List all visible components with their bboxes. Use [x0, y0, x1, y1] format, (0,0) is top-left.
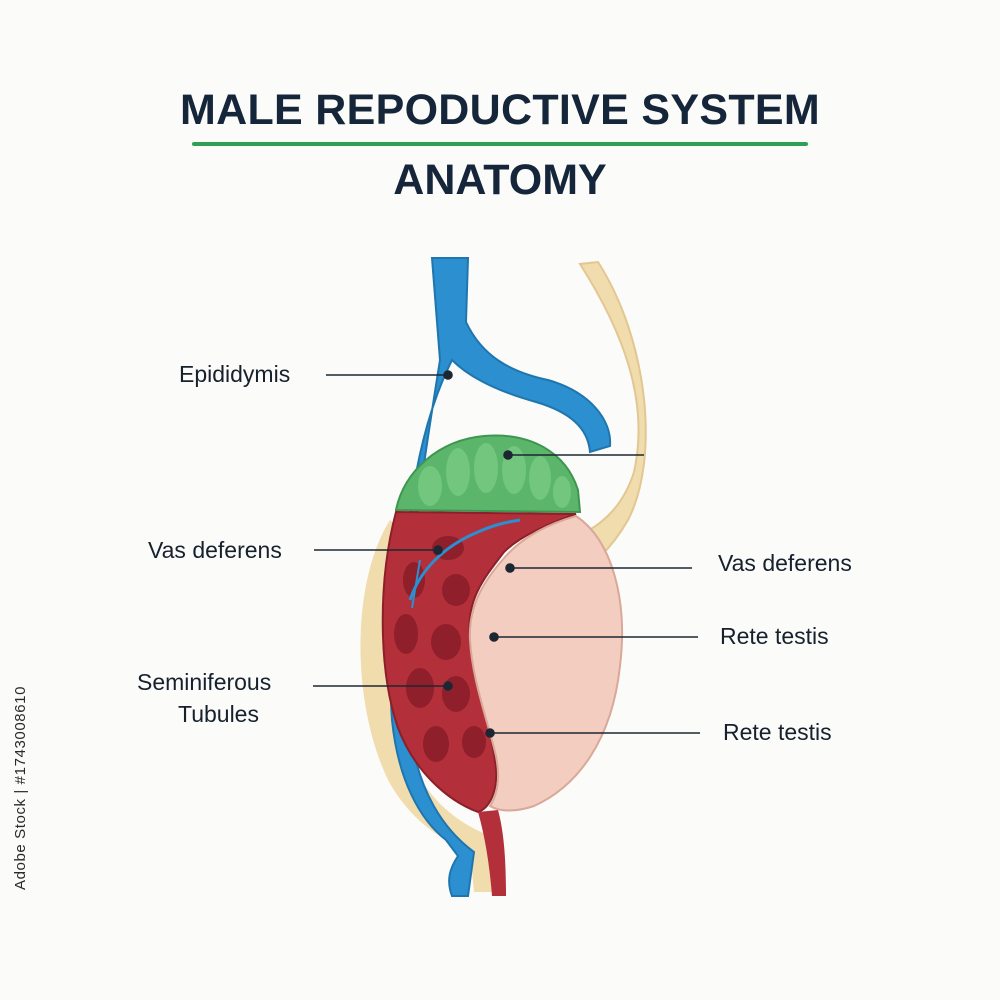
label-rete-testis-upper: Rete testis: [720, 623, 829, 649]
label-vas-deferens-left: Vas deferens: [148, 537, 282, 563]
diagram-subtitle: ANATOMY: [393, 156, 607, 204]
label-vas-deferens-right: Vas deferens: [718, 550, 852, 576]
label-epididymis: Epididymis: [179, 361, 291, 387]
label-seminiferous-line1: Seminiferous: [137, 669, 272, 695]
label-rete-testis-lower: Rete testis: [723, 719, 832, 745]
title-underline: [192, 142, 808, 146]
diagram-title: MALE REPODUCTIVE SYSTEM: [179, 86, 821, 134]
rete-testis-region: [468, 514, 623, 812]
duct-tail: [478, 810, 506, 896]
leader-lines: [313, 370, 700, 738]
label-seminiferous-line2: Tubules: [178, 701, 259, 727]
stock-watermark-id: Adobe Stock | #1743008610: [12, 685, 29, 890]
